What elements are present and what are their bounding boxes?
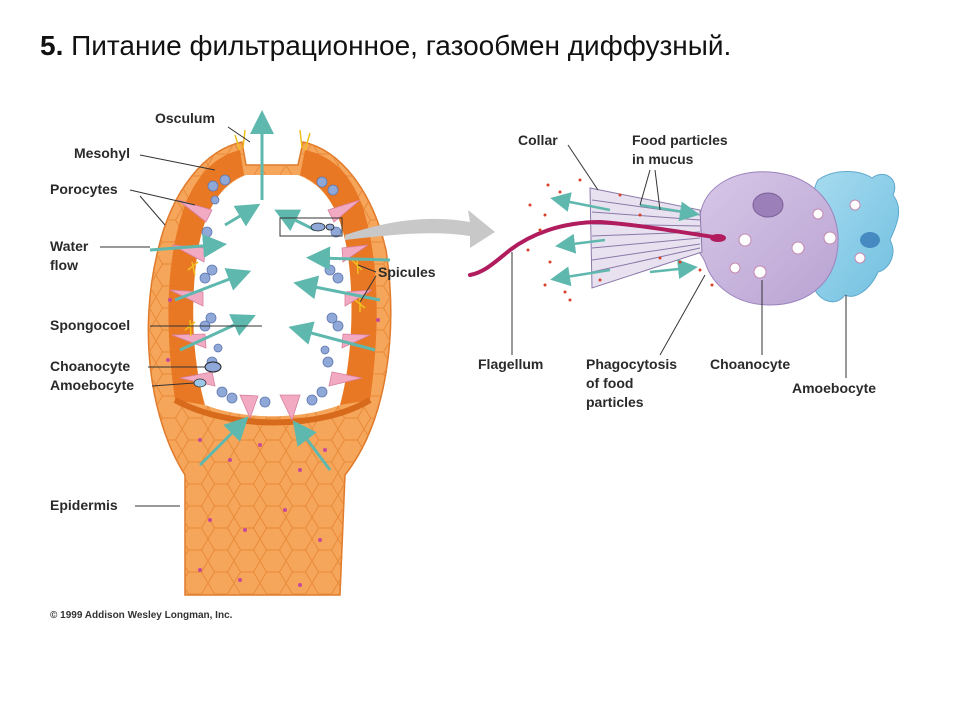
food-vacuoles — [729, 199, 866, 279]
zoom-pointer-arrow — [345, 210, 495, 248]
choanocyte-detail — [468, 171, 900, 306]
label-epidermis: Epidermis — [50, 497, 118, 513]
label-phagocytosis-line3: particles — [586, 394, 644, 410]
cut-edge — [173, 397, 372, 426]
sponge-body — [147, 110, 392, 596]
amoebocyte-nucleus — [860, 232, 880, 248]
cell-label-group: Collar Food particles in mucus Flagellum… — [478, 132, 876, 410]
label-cell-amoebocyte: Amoebocyte — [792, 380, 876, 396]
flagellum-strand — [468, 219, 722, 277]
label-phagocytosis-line1: Phagocytosis — [586, 356, 677, 372]
food-particles-dots — [526, 178, 714, 302]
choanocyte-nucleus — [752, 192, 784, 218]
inset-box — [279, 217, 343, 237]
flagellum-base — [710, 234, 726, 242]
label-porocytes: Porocytes — [50, 181, 118, 197]
water-flow-arrows — [149, 110, 391, 471]
label-food-particles-line2: in mucus — [632, 151, 694, 167]
label-osculum: Osculum — [155, 110, 215, 126]
label-mesohyl: Mesohyl — [74, 145, 130, 161]
collar-shape — [589, 187, 703, 289]
label-collar: Collar — [518, 132, 558, 148]
title-text: Питание фильтрационное, газообмен диффуз… — [71, 30, 732, 61]
label-amoebocyte: Amoebocyte — [50, 377, 134, 393]
spongocoel-cavity — [193, 175, 352, 417]
label-spongocoel: Spongocoel — [50, 317, 130, 333]
amoebocyte-blob — [193, 378, 207, 388]
copyright-note: © 1999 Addison Wesley Longman, Inc. — [50, 610, 233, 621]
label-choanocyte: Choanocyte — [50, 358, 130, 374]
sponge-label-group: Osculum Mesohyl Porocytes Water flow Spi… — [50, 110, 436, 513]
label-spicules: Spicules — [378, 264, 436, 280]
slide-title: 5. Питание фильтрационное, газообмен диф… — [40, 30, 731, 62]
label-food-particles-line1: Food particles — [632, 132, 728, 148]
label-water-flow-line1: Water — [50, 238, 89, 254]
epidermis-dots — [166, 298, 380, 587]
mesohyl-right — [300, 150, 377, 405]
label-flagellum: Flagellum — [478, 356, 543, 372]
label-phagocytosis-line2: of food — [586, 375, 633, 391]
collar-flow-arrows — [550, 192, 700, 287]
title-number: 5. — [40, 30, 64, 61]
label-cell-choanocyte: Choanocyte — [710, 356, 790, 372]
choanocyte-highlight — [204, 361, 222, 373]
label-water-flow-line2: flow — [50, 257, 78, 273]
